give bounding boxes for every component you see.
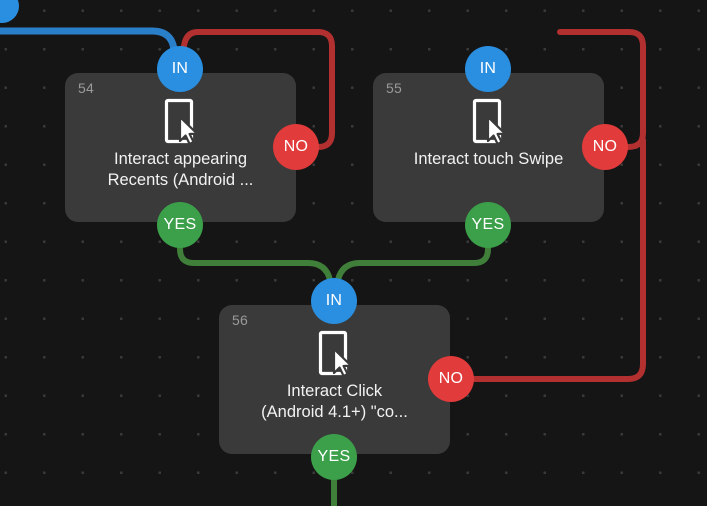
node-label-55: Interact touch Swipe [413, 150, 564, 168]
node-56-port-in-label: IN [325, 292, 343, 309]
node-54-port-no-label: NO [283, 138, 309, 155]
node-55-port-no[interactable]: NO [582, 124, 628, 170]
node-label-54: Interact appearing Recents (Android ... [107, 150, 254, 189]
node-card-54[interactable]: 54 Interact appearing Recents (Android .… [65, 73, 296, 222]
edge-node-56-no-to-right-bus [448, 349, 646, 382]
node-55-port-yes[interactable]: YES [465, 202, 511, 248]
node-55-port-in-label: IN [479, 60, 497, 77]
device-cursor-icon [471, 97, 507, 146]
node-56-port-no[interactable]: NO [428, 356, 474, 402]
node-label-56: Interact Click (Android 4.1+) "co... [261, 382, 408, 421]
node-56-port-in[interactable]: IN [311, 278, 357, 324]
node-54-port-no[interactable]: NO [273, 124, 319, 170]
node-id-54: 54 [78, 80, 94, 96]
device-cursor-icon [163, 97, 199, 146]
node-55-port-yes-label: YES [471, 216, 505, 233]
incoming-edge-source-dot [0, 0, 19, 23]
node-56-port-no-label: NO [438, 370, 464, 387]
node-55-port-in[interactable]: IN [465, 46, 511, 92]
node-54-port-in[interactable]: IN [157, 46, 203, 92]
node-55-port-no-label: NO [592, 138, 618, 155]
node-id-56: 56 [232, 312, 248, 328]
edge-node-54-yes-to-node-56-in [177, 225, 336, 295]
device-cursor-icon [317, 329, 353, 378]
node-54-port-yes-label: YES [163, 216, 197, 233]
node-card-55[interactable]: 55 Interact touch Swipe [373, 73, 604, 222]
node-card-56[interactable]: 56 Interact Click (Android 4.1+) "co... [219, 305, 450, 454]
node-56-port-yes-label: YES [317, 448, 351, 465]
node-54-port-in-label: IN [171, 60, 189, 77]
node-56-port-yes[interactable]: YES [311, 434, 357, 480]
edge-incoming-to-node-54-in [0, 27, 180, 64]
node-54-port-yes[interactable]: YES [157, 202, 203, 248]
node-id-55: 55 [386, 80, 402, 96]
edge-node-55-yes-to-node-56-in [332, 225, 491, 295]
